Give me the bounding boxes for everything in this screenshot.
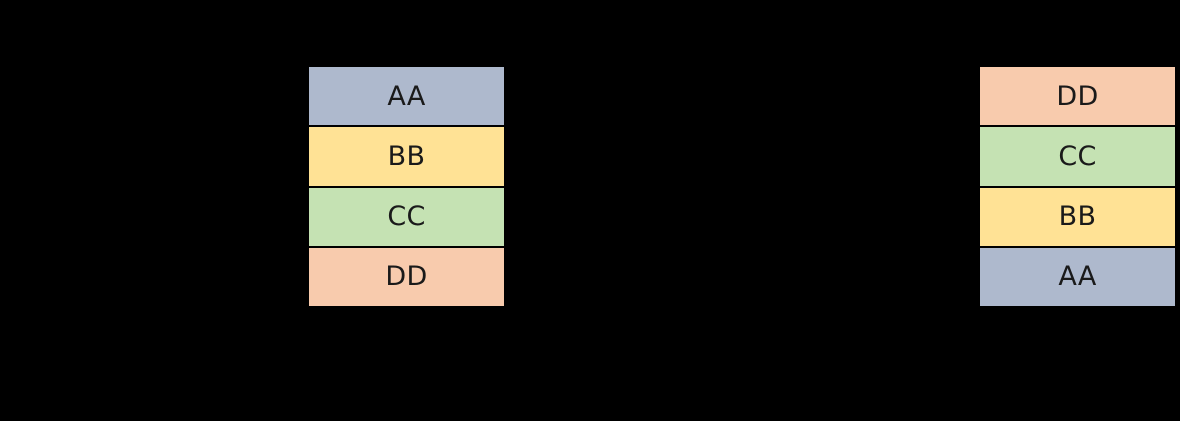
block-label: DD [1056,80,1099,112]
block-left-3[interactable]: CC [307,185,506,248]
block-right-4[interactable]: AA [978,245,1177,308]
block-left-1[interactable]: AA [307,65,506,128]
block-right-3[interactable]: BB [978,185,1177,248]
block-label: CC [387,201,426,233]
block-label: CC [1058,140,1097,172]
block-label: BB [387,140,426,172]
block-label: AA [1058,261,1097,293]
block-right-2[interactable]: CC [978,125,1177,188]
left-stack: AA BB CC DD [307,65,506,308]
block-right-1[interactable]: DD [978,65,1177,128]
block-label: AA [387,80,426,112]
block-label: BB [1058,201,1097,233]
block-left-2[interactable]: BB [307,125,506,188]
block-label: DD [385,261,428,293]
right-stack: DD CC BB AA [978,65,1177,308]
block-left-4[interactable]: DD [307,245,506,308]
